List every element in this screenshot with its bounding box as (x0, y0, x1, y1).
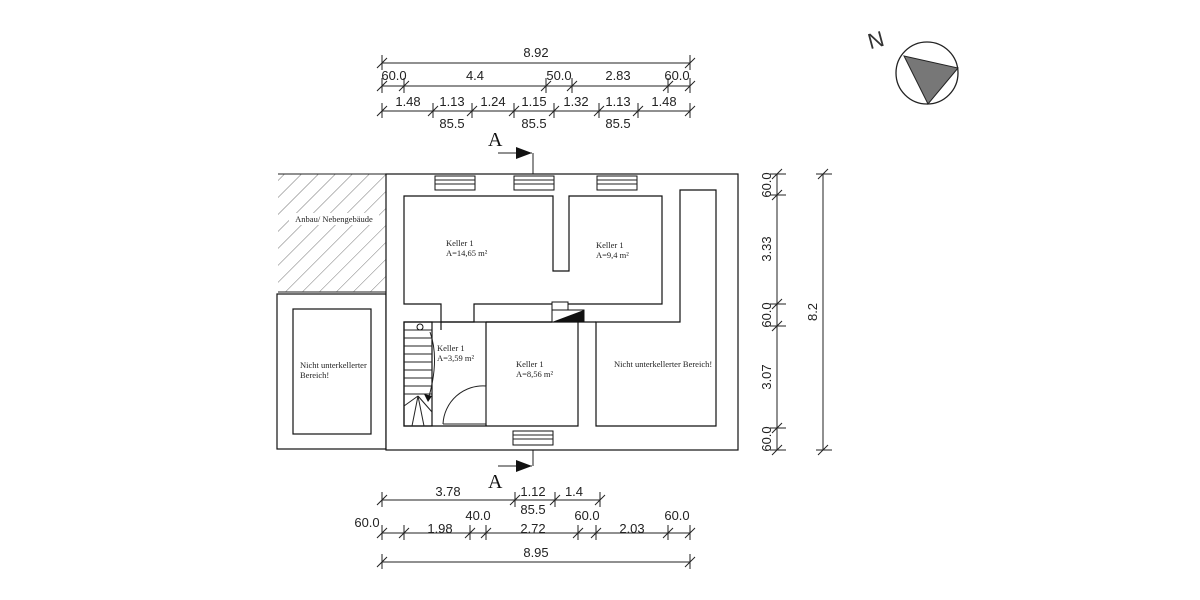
bottom-dim-row2-6: 2.03 (619, 521, 644, 536)
right-dim-4: 3.07 (759, 364, 774, 389)
keller-b-name: Keller 1 (596, 240, 624, 250)
right-dim-overall: 8.2 (805, 303, 820, 321)
top-dim-row3-sub-3: 85.5 (605, 116, 630, 131)
bottom-dim-row2-3: 40.0 (465, 508, 490, 523)
top-dim-row3-7: 1.48 (651, 94, 676, 109)
top-dim-row2-2: 4.4 (466, 68, 484, 83)
section-label-top: A (488, 129, 503, 151)
keller-d-name: Keller 1 (516, 359, 544, 369)
north-arrow: N (865, 26, 959, 105)
bottom-dim-row2-5: 60.0 (574, 508, 599, 523)
bottom-dim-row1-3: 1.4 (565, 484, 583, 499)
annex-building: Anbau/ Nebengebäude (278, 173, 386, 293)
main-building: Keller 1 A=14,65 m² Keller 1 A=9,4 m² Ke… (385, 173, 739, 451)
keller-b-area: A=9,4 m² (596, 250, 629, 260)
window-top-3 (596, 175, 638, 191)
north-pointer-icon (903, 55, 959, 105)
keller-a-area: A=14,65 m² (446, 248, 488, 258)
chimney-icon (551, 309, 585, 323)
bottom-dim-overall: 8.95 (523, 545, 548, 560)
right-dim-5: 60.0 (759, 426, 774, 451)
right-unbasemented-label: Nicht unterkellerter Bereich! (614, 359, 712, 369)
section-label-bottom: A (488, 471, 503, 493)
bottom-dim-row2-1: 60.0 (354, 515, 379, 530)
bottom-dim-row2-7: 60.0 (664, 508, 689, 523)
right-dim-1: 60.0 (759, 172, 774, 197)
left-unbasemented-label-2: Bereich! (300, 370, 329, 380)
left-unbasemented-area: Nicht unterkellerter Bereich! (276, 293, 387, 450)
right-dim-3: 60.0 (759, 302, 774, 327)
keller-d-area: A=8,56 m² (516, 369, 554, 379)
bottom-dim-row1-2: 1.12 (520, 484, 545, 499)
door-swing (442, 385, 487, 425)
annex-label: Anbau/ Nebengebäude (295, 214, 373, 224)
top-dim-row3-2: 1.13 (439, 94, 464, 109)
right-dim-2: 3.33 (759, 236, 774, 261)
bottom-dim-row1-sub: 85.5 (520, 502, 545, 517)
staircase (403, 321, 436, 427)
keller-a-name: Keller 1 (446, 238, 474, 248)
top-dim-row3-6: 1.13 (605, 94, 630, 109)
top-dim-row2-1: 60.0 (381, 68, 406, 83)
top-dim-row3-1: 1.48 (395, 94, 420, 109)
left-unbasemented-label-1: Nicht unterkellerter (300, 360, 367, 370)
top-dim-row3-3: 1.24 (480, 94, 505, 109)
window-top-1 (434, 175, 476, 191)
top-dim-row3-4: 1.15 (521, 94, 546, 109)
keller-c-area: A=3,59 m² (437, 353, 475, 363)
top-dim-row2-4: 2.83 (605, 68, 630, 83)
top-dim-row3-5: 1.32 (563, 94, 588, 109)
north-label: N (865, 26, 887, 54)
bottom-dim-row2-2: 1.98 (427, 521, 452, 536)
top-dim-row3-sub-1: 85.5 (439, 116, 464, 131)
top-dim-row2-3: 50.0 (546, 68, 571, 83)
top-dim-row3-sub-2: 85.5 (521, 116, 546, 131)
window-top-2 (513, 175, 555, 191)
bottom-dim-row2-4: 2.72 (520, 521, 545, 536)
keller-c-name: Keller 1 (437, 343, 465, 353)
top-dim-row2-5: 60.0 (664, 68, 689, 83)
bottom-dim-row1-1: 3.78 (435, 484, 460, 499)
bottom-dimension-chains: 3.78 1.12 1.4 85.5 60.0 1.98 40.0 2.72 6… (354, 484, 696, 569)
right-dimension-chains: 60.0 3.33 60.0 3.07 60.0 8.2 (759, 168, 832, 456)
top-dim-overall: 8.92 (523, 45, 548, 60)
window-bottom (512, 430, 554, 446)
top-dimension-chains: 8.92 60.0 4.4 50.0 2.83 60.0 1.48 (376, 45, 696, 131)
